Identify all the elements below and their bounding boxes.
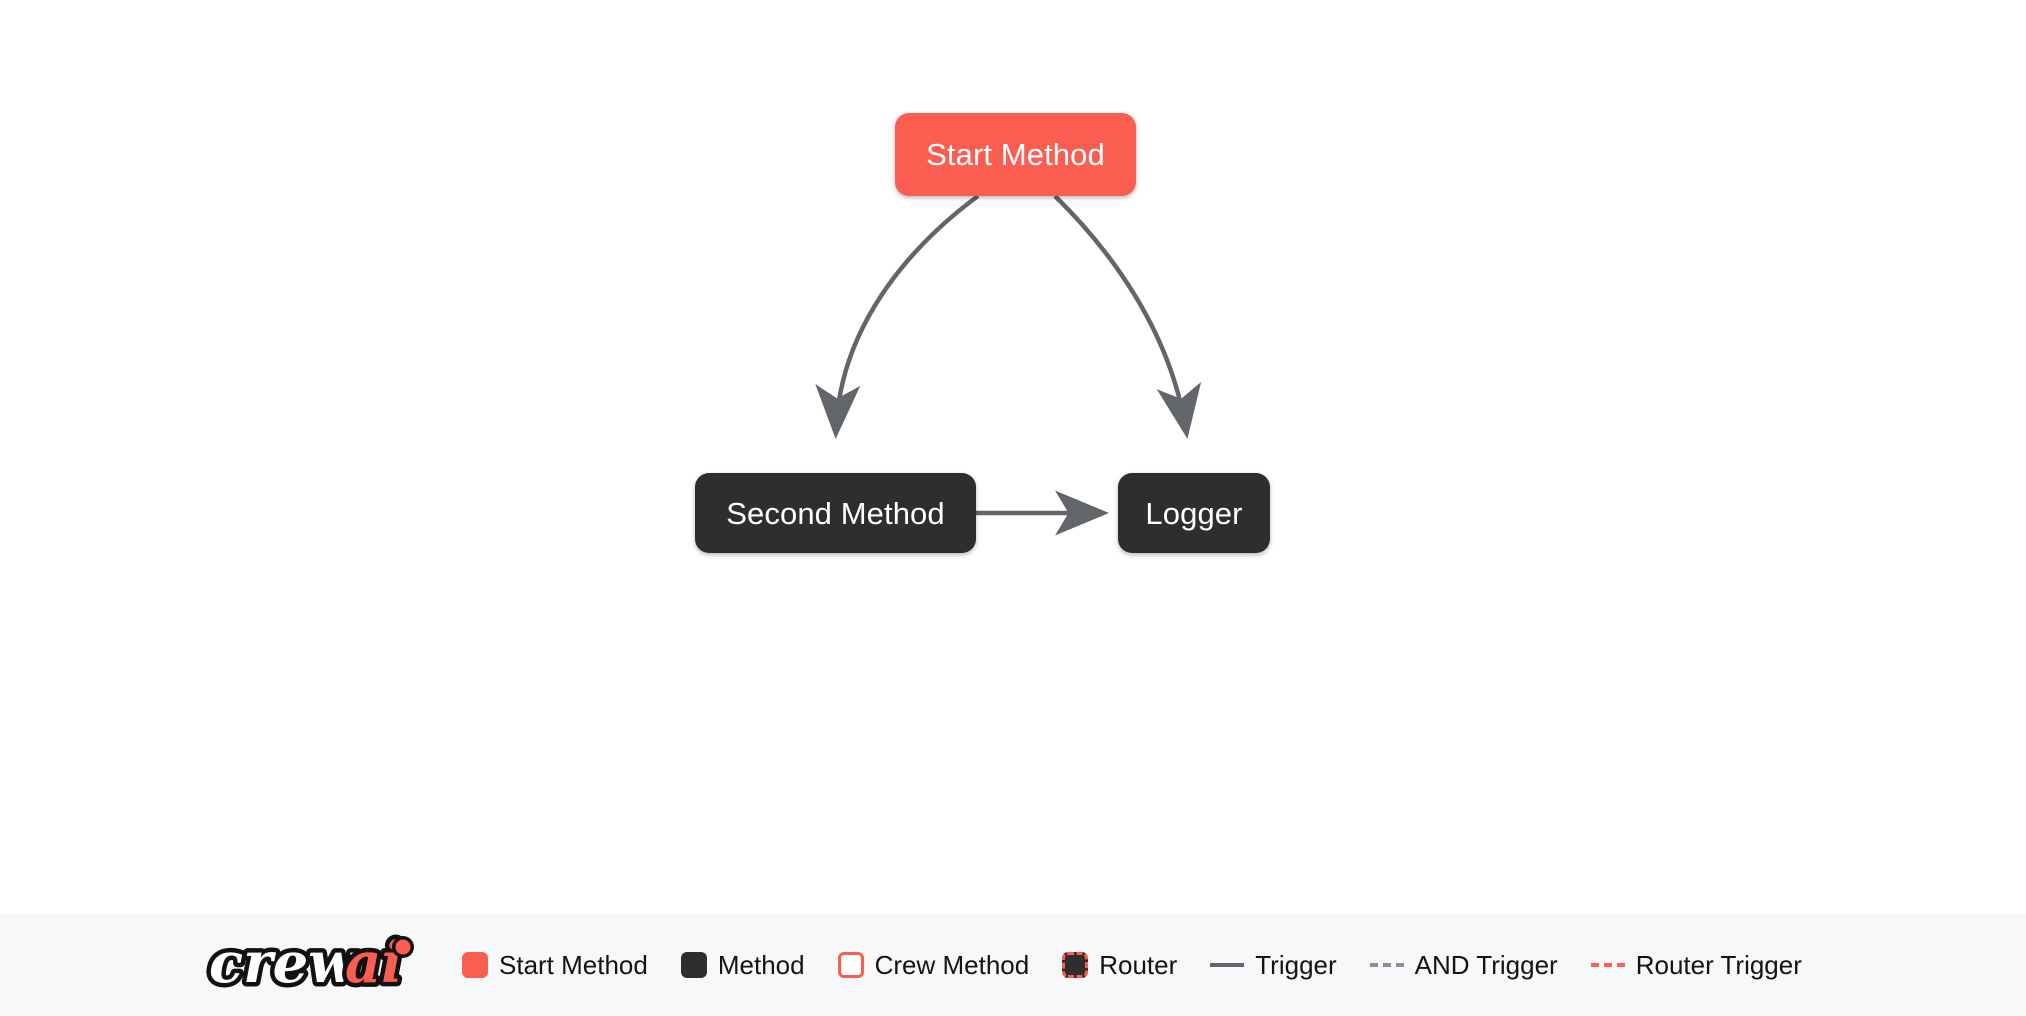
flow-node-logger[interactable]: Logger	[1118, 473, 1270, 553]
logo-outline-crew: crew	[209, 934, 358, 996]
line-dashed-gray-icon	[1369, 963, 1404, 967]
legend-item-router: Router	[1062, 952, 1177, 978]
swatch-start-icon	[462, 952, 488, 978]
legend-label: Start Method	[499, 950, 648, 980]
line-dashed-red-icon	[1590, 963, 1625, 967]
legend-label: Router	[1099, 950, 1178, 980]
swatch-method-icon	[680, 952, 707, 978]
flow-node-start-method[interactable]: Start Method	[895, 113, 1136, 196]
legend-label: Crew Method	[874, 950, 1030, 980]
legend-label: AND Trigger	[1414, 950, 1558, 980]
crewai-logo: crew crew ai ai	[205, 934, 427, 996]
legend-item-crew-method: Crew Method	[837, 950, 1030, 980]
logo-text-crew: crew	[209, 934, 358, 996]
flow-node-label: Logger	[1145, 495, 1243, 531]
legend-item-start-method: Start Method	[462, 952, 648, 978]
legend-bar: crew crew ai ai Start Method Method Crew…	[0, 914, 2026, 1016]
legend-item-trigger: Trigger	[1210, 950, 1337, 980]
legend-items: Start Method Method Crew Method Router T…	[462, 952, 1802, 978]
flow-node-second-method[interactable]: Second Method	[695, 473, 976, 553]
crewai-logo-mark: crew crew ai ai	[205, 934, 414, 996]
legend-item-method: Method	[680, 950, 805, 980]
legend-item-and-trigger: AND Trigger	[1369, 950, 1558, 980]
legend-label: Router Trigger	[1635, 950, 1802, 980]
line-solid-gray-icon	[1210, 963, 1245, 967]
flow-canvas[interactable]: Start Method Second Method Logger	[0, 0, 2026, 914]
edge-start-to-second	[815, 194, 980, 439]
legend-label: Method	[717, 950, 805, 980]
logo-dot-icon	[395, 939, 411, 955]
swatch-router-icon	[1062, 952, 1089, 978]
flow-node-label: Second Method	[726, 495, 945, 531]
edge-start-to-logger	[1053, 194, 1202, 439]
swatch-crew-icon	[837, 952, 864, 978]
flow-node-label: Start Method	[926, 137, 1105, 172]
legend-item-router-trigger: Router Trigger	[1590, 950, 1802, 980]
legend-label: Trigger	[1255, 950, 1337, 980]
